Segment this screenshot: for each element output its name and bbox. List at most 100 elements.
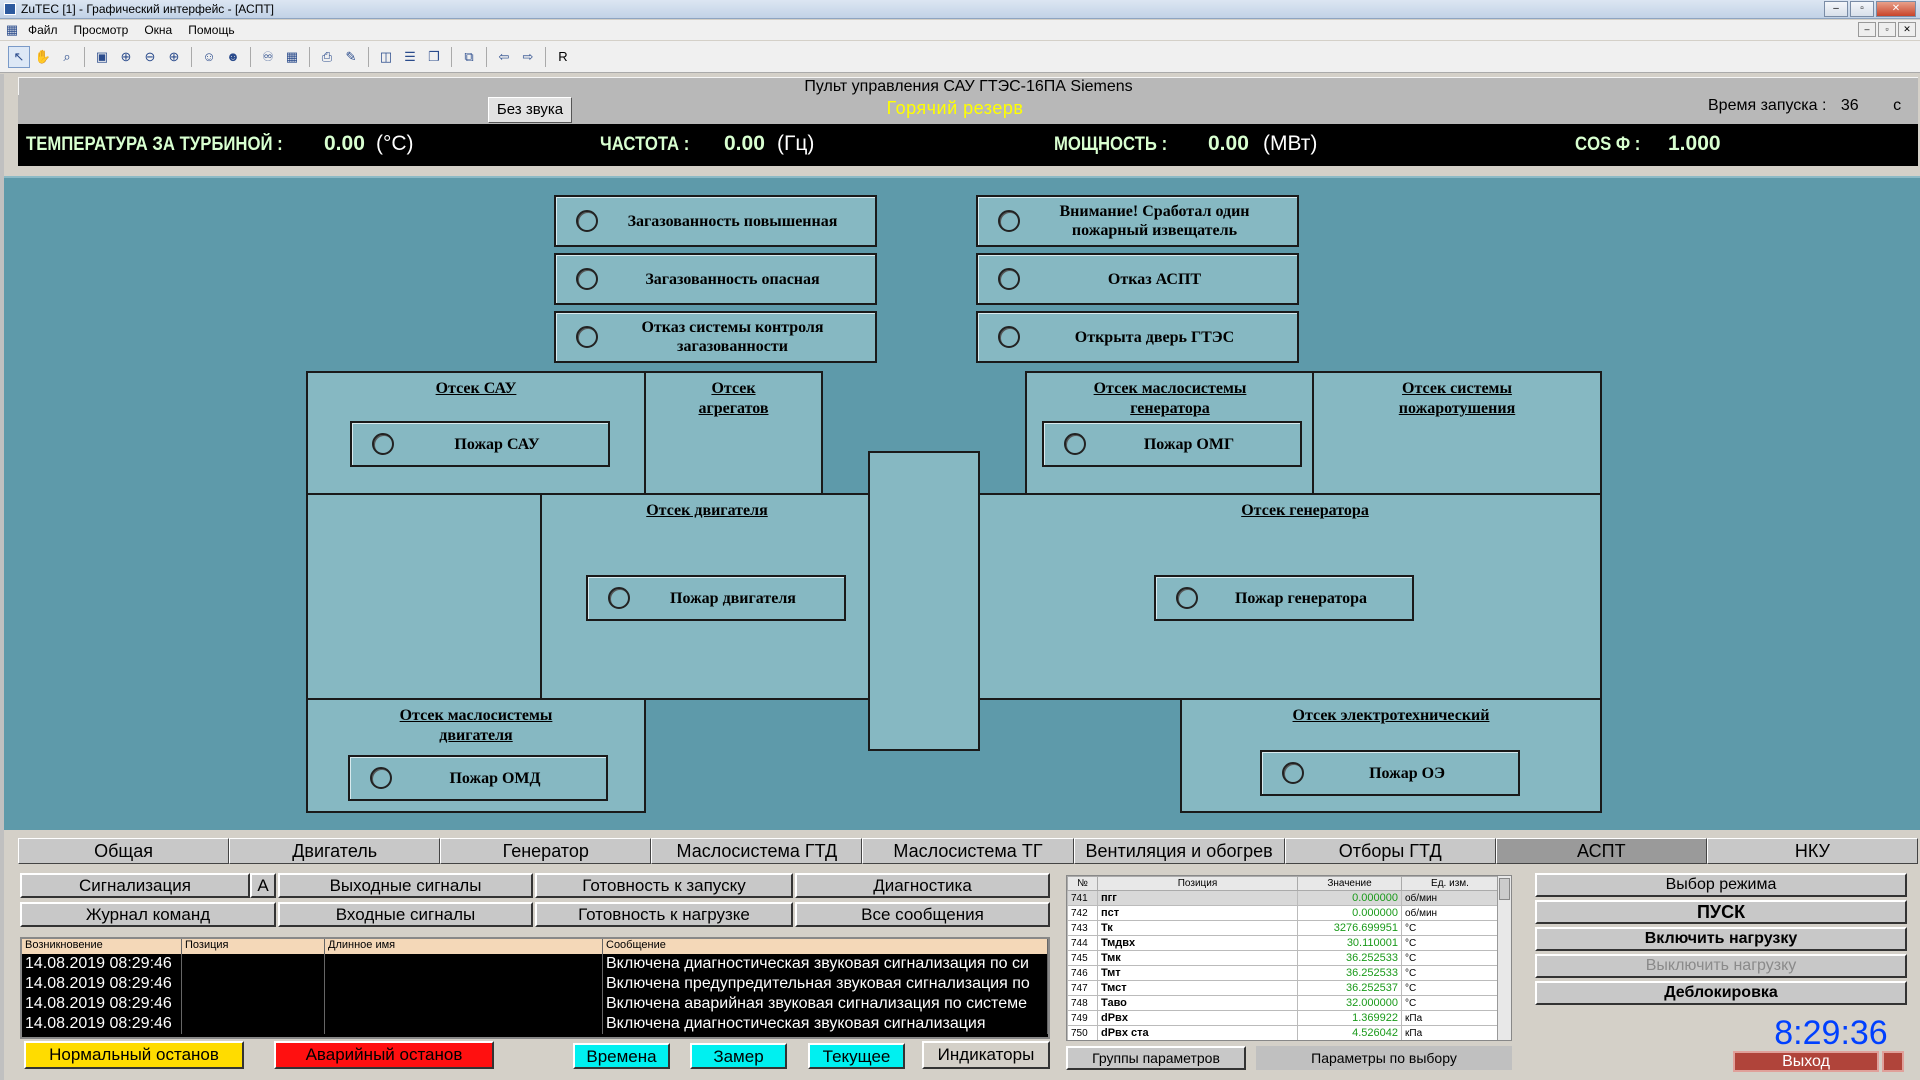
all-messages-button[interactable]: Все сообщения	[795, 902, 1050, 927]
exit-extra-button[interactable]	[1882, 1051, 1904, 1072]
a-button[interactable]: А	[250, 873, 276, 898]
start-time-value: 36	[1840, 97, 1859, 114]
tile-horizontal-icon[interactable]: ☰	[404, 48, 416, 64]
close-button[interactable]: ✕	[1876, 1, 1916, 17]
tab-ventilation[interactable]: Вентиляция и обогрев	[1073, 838, 1285, 864]
tab-gtd-bleed[interactable]: Отборы ГТД	[1284, 838, 1496, 864]
magnifier-icon[interactable]: ⌕	[63, 48, 71, 64]
menu-view[interactable]: Просмотр	[73, 23, 129, 37]
fire-sau: Пожар САУ	[350, 421, 610, 467]
room-engine-title: Отсек двигателя	[646, 502, 768, 519]
tab-oil-tg[interactable]: Маслосистема ТГ	[862, 838, 1074, 864]
tab-oil-gtd[interactable]: Маслосистема ГТД	[651, 838, 863, 864]
zoom-out-icon[interactable]: ⊖	[144, 48, 156, 64]
minimize-button[interactable]: –	[1824, 1, 1848, 17]
windows-icon[interactable]: ⧉	[464, 48, 474, 64]
grid-icon[interactable]: ▦	[285, 48, 299, 64]
pointer-icon[interactable]: ↖	[8, 45, 30, 68]
load-off-button[interactable]: Выключить нагрузку	[1535, 954, 1907, 978]
normal-stop-button[interactable]: Нормальный останов	[24, 1041, 244, 1069]
mdi-minimize-button[interactable]: –	[1858, 22, 1876, 37]
message-log[interactable]: Возникновение Позиция Длинное имя Сообще…	[20, 937, 1050, 1039]
room-aggregates-title: Отсек агрегатов	[698, 380, 769, 417]
signals-button[interactable]: Сигнализация	[20, 873, 250, 898]
param-position: пст	[1097, 905, 1298, 921]
journal-button[interactable]: Журнал команд	[20, 902, 276, 927]
times-button[interactable]: Времена	[573, 1043, 670, 1069]
mute-button[interactable]: Без звука	[488, 97, 572, 123]
central-shaft	[868, 451, 980, 751]
forward-arrow-icon[interactable]: ⇨	[522, 48, 534, 64]
param-groups-button[interactable]: Группы параметров	[1066, 1046, 1246, 1070]
tab-nku[interactable]: НКУ	[1706, 838, 1918, 864]
hint-icon[interactable]: ✎	[345, 48, 357, 64]
param-unit: °C	[1401, 965, 1499, 981]
zoom-in-icon[interactable]: ⊕	[168, 48, 180, 64]
zoom-fit-icon[interactable]: ⊕	[120, 48, 132, 64]
diagnostics-button[interactable]: Диагностика	[795, 873, 1050, 898]
users-icon[interactable]: ☺	[202, 49, 216, 64]
log-message: Включена диагностическая звуковая сигнал…	[603, 1014, 1048, 1034]
tile-vertical-icon[interactable]: ◫	[379, 48, 393, 64]
log-row[interactable]: 14.08.2019 08:29:46 Включена диагностиче…	[22, 1014, 1048, 1034]
menu-file[interactable]: Файл	[28, 23, 58, 37]
print-icon[interactable]: ⎙	[321, 48, 333, 64]
unblock-button[interactable]: Деблокировка	[1535, 981, 1907, 1005]
mdi-close-button[interactable]: ✕	[1898, 22, 1916, 37]
indicator-lamp	[1064, 433, 1086, 455]
doc-icon[interactable]: ▦	[5, 22, 19, 37]
tab-generator[interactable]: Генератор	[440, 838, 652, 864]
user-remove-icon[interactable]: ☻	[226, 49, 240, 64]
measure-button[interactable]: Замер	[690, 1043, 787, 1069]
inputs-button[interactable]: Входные сигналы	[278, 902, 533, 927]
emergency-stop-button[interactable]: Аварийный останов	[274, 1041, 494, 1069]
ready-load-button[interactable]: Готовность к нагрузке	[535, 902, 793, 927]
menu-help[interactable]: Помощь	[188, 23, 235, 37]
params-choice-button[interactable]: Параметры по выбору	[1256, 1046, 1512, 1070]
page-title: Пульт управления САУ ГТЭС-16ПА Siemens	[18, 77, 1918, 95]
hand-icon[interactable]: ✋	[34, 48, 52, 64]
log-row[interactable]: 14.08.2019 08:29:46 Включена диагностиче…	[22, 954, 1048, 974]
fire-label: Пожар двигателя	[670, 589, 796, 607]
log-row[interactable]: 14.08.2019 08:29:46 Включена предупредит…	[22, 974, 1048, 994]
current-button[interactable]: Текущее	[808, 1043, 905, 1069]
ready-start-button[interactable]: Готовность к запуску	[535, 873, 793, 898]
fire-label: Пожар ОЭ	[1369, 764, 1445, 782]
param-scrollbar[interactable]	[1497, 876, 1511, 1040]
tab-general[interactable]: Общая	[18, 838, 230, 864]
back-arrow-icon[interactable]: ⇦	[498, 48, 510, 64]
zoom-actual-icon[interactable]: ▣	[95, 48, 109, 64]
param-header-row: № Позиция Значение Ед. изм.	[1067, 876, 1499, 891]
mdi-restore-button[interactable]: ▫	[1878, 22, 1896, 37]
section-tabs: Общая Двигатель Генератор Маслосистема Г…	[18, 838, 1918, 864]
exit-button[interactable]: Выход	[1733, 1051, 1879, 1072]
indicators-button[interactable]: Индикаторы	[922, 1041, 1050, 1069]
scroll-thumb[interactable]	[1499, 878, 1510, 900]
param-value: 36.252533	[1297, 950, 1402, 966]
tab-aspt[interactable]: АСПТ	[1495, 838, 1707, 864]
maximize-button[interactable]: ▫	[1850, 1, 1874, 17]
load-on-button[interactable]: Включить нагрузку	[1535, 927, 1907, 951]
cascade-icon[interactable]: ❐	[428, 48, 440, 64]
start-button[interactable]: ПУСК	[1535, 900, 1907, 924]
param-position: Тмк	[1097, 950, 1298, 966]
binoculars-icon[interactable]: ♾	[262, 48, 274, 64]
tab-engine[interactable]: Двигатель	[229, 838, 441, 864]
outputs-button[interactable]: Выходные сигналы	[278, 873, 533, 898]
mode-select-button[interactable]: Выбор режима	[1535, 873, 1907, 897]
r-icon[interactable]: R	[558, 49, 568, 64]
menu-windows[interactable]: Окна	[144, 23, 173, 37]
log-row[interactable]: 14.08.2019 08:29:46 Включена аварийная з…	[22, 994, 1048, 1014]
mode-status: Горячий резерв	[886, 98, 1024, 118]
